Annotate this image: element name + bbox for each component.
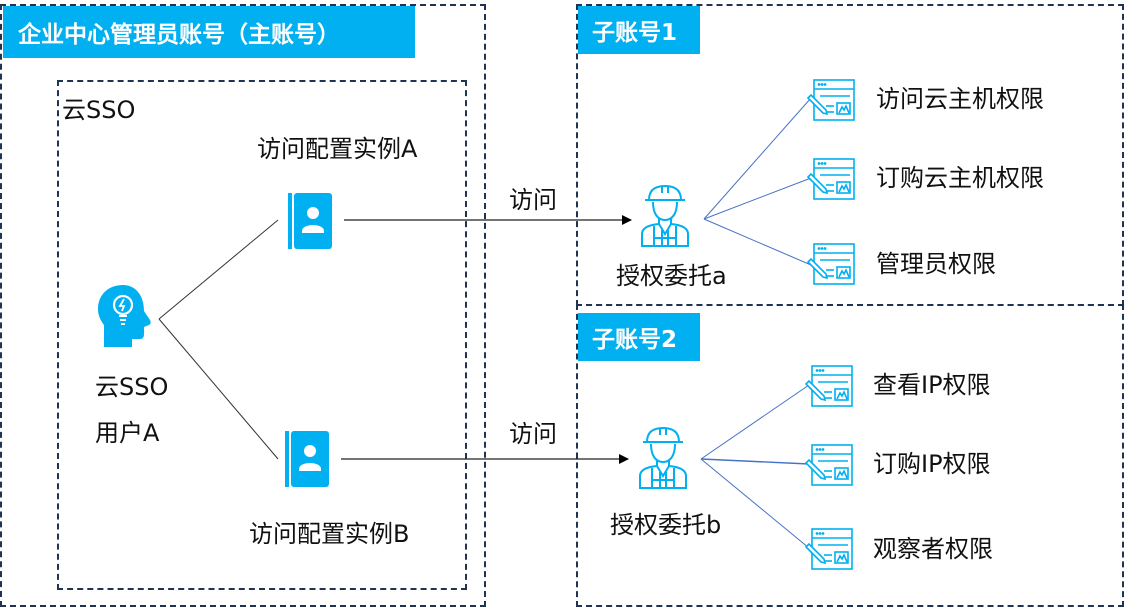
policy-document-icon[interactable]: [806, 79, 856, 121]
main-account-box: [0, 4, 486, 607]
permission-label: 订购IP权限: [873, 450, 991, 478]
edge-label-access-a: 访问: [509, 186, 557, 214]
instance-b-label: 访问配置实例B: [249, 520, 410, 548]
sso-user-label-line1: 云SSO: [95, 373, 169, 401]
line-delegation-b-perm-2: [700, 458, 810, 465]
permission-label: 查看IP权限: [873, 371, 991, 399]
line-delegation-b-perm-3: [700, 458, 810, 549]
worker-helmet-icon[interactable]: [640, 184, 690, 248]
instance-a-label: 访问配置实例A: [257, 135, 418, 163]
line-delegation-a-perm-2: [703, 177, 812, 220]
policy-document-icon[interactable]: [804, 444, 854, 486]
main-account-title: 企业中心管理员账号（主账号）: [3, 6, 415, 58]
sso-user-label-line2: 用户A: [95, 419, 160, 447]
line-delegation-b-perm-1: [700, 384, 810, 460]
policy-document-icon[interactable]: [804, 528, 854, 570]
permission-label: 管理员权限: [876, 250, 996, 278]
edge-label-access-b: 访问: [509, 420, 557, 448]
permission-label: 观察者权限: [873, 535, 993, 563]
policy-document-icon[interactable]: [806, 243, 856, 285]
cloud-sso-box: [57, 80, 467, 590]
line-delegation-a-perm-1: [703, 97, 812, 220]
line-user-to-instance-b: [158, 318, 279, 460]
contact-book-icon[interactable]: [288, 193, 332, 249]
policy-document-icon[interactable]: [806, 158, 856, 200]
line-user-to-instance-a: [158, 219, 279, 320]
sub-account-1-title: 子账号1: [578, 6, 700, 54]
delegation-a-label: 授权委托a: [616, 262, 727, 290]
head-lightbulb-icon[interactable]: [96, 283, 154, 349]
delegation-b-label: 授权委托b: [610, 511, 722, 539]
sub-account-2-title: 子账号2: [578, 313, 700, 361]
worker-helmet-icon[interactable]: [638, 426, 688, 490]
contact-book-icon[interactable]: [285, 431, 329, 487]
policy-document-icon[interactable]: [804, 365, 854, 407]
cloud-sso-box-label: 云SSO: [62, 96, 136, 124]
permission-label: 订购云主机权限: [876, 164, 1044, 192]
sub-account-2-box: [576, 304, 1124, 607]
permission-label: 访问云主机权限: [876, 85, 1044, 113]
line-delegation-a-perm-3: [703, 218, 812, 266]
